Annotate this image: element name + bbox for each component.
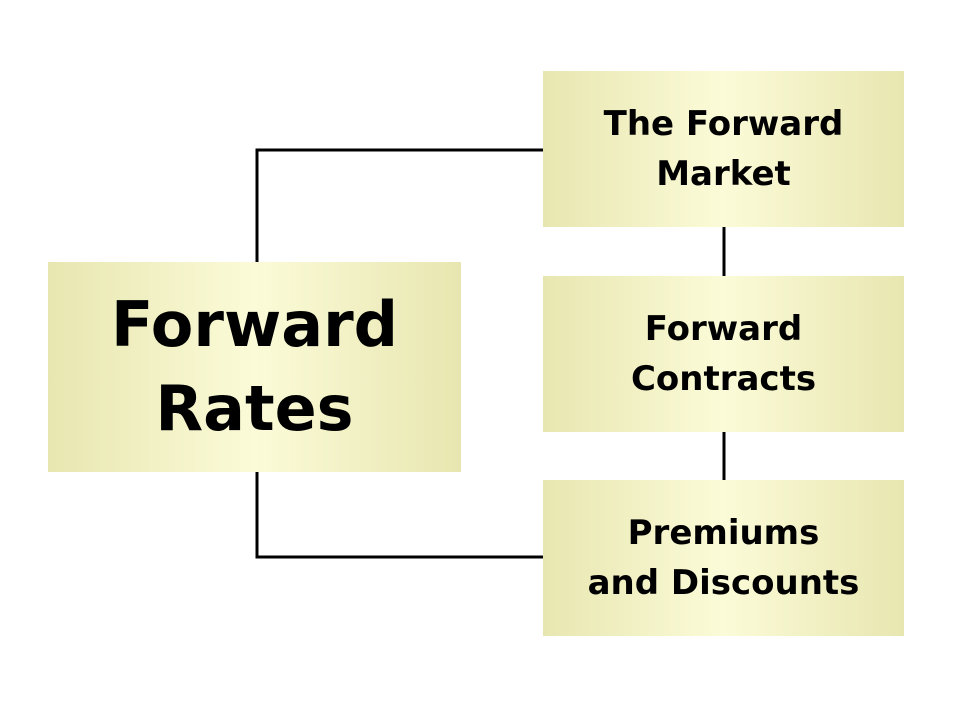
- forward-market-box: The Forward Market: [543, 71, 904, 227]
- forward-rates-line-1: Forward: [110, 288, 399, 361]
- forward-rates-line-2: Rates: [155, 372, 354, 445]
- forward-contracts-box: Forward Contracts: [543, 276, 904, 432]
- forward-market-line-1: The Forward: [603, 104, 844, 144]
- forward-contracts-line-1: Forward: [644, 309, 803, 349]
- premiums-discounts-box: Premiums and Discounts: [543, 480, 904, 636]
- forward-rates-box: Forward Rates: [48, 262, 461, 472]
- premiums-discounts-line-2: and Discounts: [587, 563, 860, 603]
- forward-market-line-2: Market: [656, 154, 791, 194]
- connector-main-to-premiums: [255, 472, 545, 559]
- premiums-discounts-line-1: Premiums: [627, 513, 820, 553]
- forward-contracts-line-2: Contracts: [630, 359, 817, 399]
- connector-main-to-market: [255, 148, 545, 262]
